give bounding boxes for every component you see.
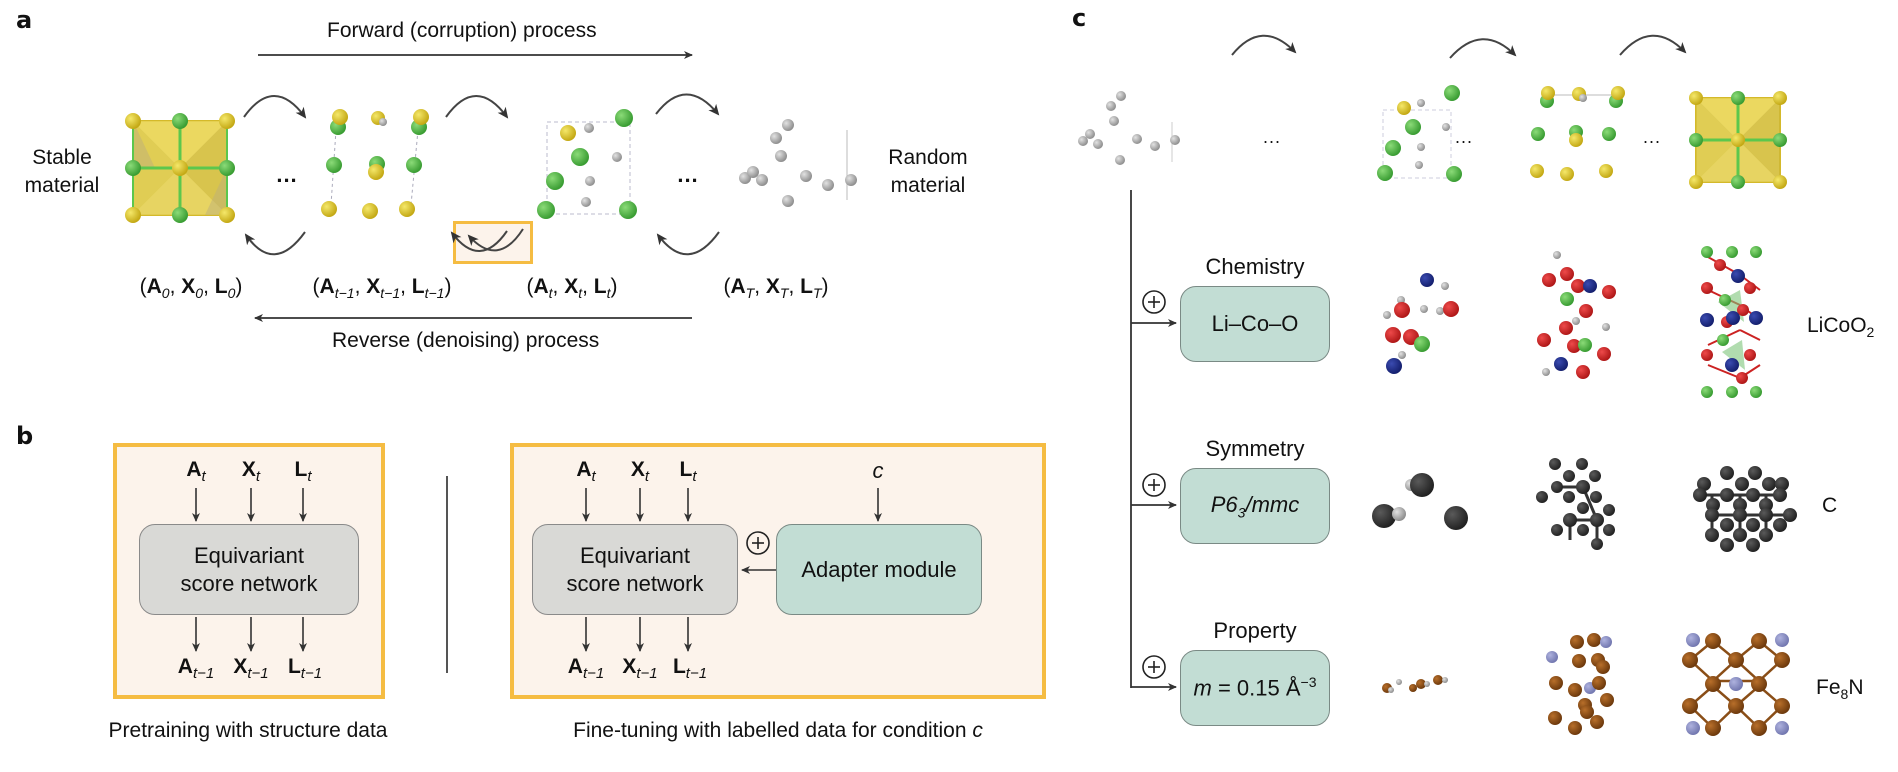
condition-branch-lines [1130, 190, 1177, 691]
transitional-structure-1 [1377, 85, 1462, 182]
forward-process-label: Forward (corruption) process [327, 19, 597, 42]
condition-box-symmetry: P63/mmc [1180, 468, 1330, 544]
random-structure [739, 119, 857, 207]
transitional-structure-2 [1530, 86, 1625, 181]
state-tuple-T: (AT, XT, LT) [723, 275, 829, 301]
stable-label-line1: Stable [32, 146, 92, 169]
generation-step-arrow [1619, 34, 1687, 56]
stable-label-line2: material [24, 174, 100, 197]
condition-value: m = 0.15 Å−3 [1193, 674, 1317, 701]
input-L-t: Lt [294, 458, 312, 485]
random-material-label: Random material [888, 144, 967, 200]
panel-c-label: c [1072, 4, 1087, 32]
final-crystal-structure [1689, 91, 1787, 189]
generation-step-arrow [1231, 34, 1297, 56]
result-formula-c: C [1822, 494, 1838, 517]
ellipsis: ... [677, 162, 699, 187]
condition-c: c [872, 458, 884, 483]
output-L-t-minus-1: Lt−1 [672, 655, 708, 682]
result-formula-licoo2: LiCoO2 [1807, 314, 1875, 341]
network-label-line2: score network [566, 570, 704, 596]
generation-step-arrow [1449, 38, 1517, 59]
random-start-structure [1078, 91, 1180, 165]
stable-crystal-structure [125, 113, 235, 223]
finetuning-arrows [582, 488, 882, 652]
ellipsis: ... [1262, 127, 1282, 147]
output-A-t-minus-1: At−1 [567, 655, 605, 682]
ellipsis: ... [1454, 127, 1474, 147]
stable-material-label: Stable material [25, 144, 100, 200]
random-label-line1: Random [888, 146, 968, 169]
pretraining-arrows [192, 488, 307, 652]
property-intermediate-structure-1 [1382, 675, 1448, 693]
highlighted-denoising-step [453, 221, 533, 264]
input-X-t: Xt [630, 458, 650, 485]
graphite-final-structure [1693, 466, 1797, 552]
input-X-t: Xt [241, 458, 261, 485]
state-tuple-t: (At, Xt, Lt) [526, 275, 618, 301]
symmetry-intermediate-structure-2 [1536, 458, 1615, 550]
symmetry-intermediate-structure-1 [1372, 473, 1468, 530]
chemistry-intermediate-structure-1 [1383, 273, 1459, 374]
ellipsis: ... [276, 162, 298, 187]
condition-title-chemistry: Chemistry [1205, 254, 1305, 279]
chemistry-intermediate-structure-2 [1537, 251, 1616, 379]
input-A-t: At [186, 458, 206, 485]
panel-b-label: b [16, 422, 34, 450]
finetuning-caption: Fine-tuning with labelled data for condi… [573, 719, 983, 742]
network-label-line1: Equivariant [193, 542, 305, 568]
ellipsis: ... [1642, 127, 1662, 147]
property-intermediate-structure-2 [1546, 633, 1614, 735]
network-label-line2: score network [180, 570, 318, 596]
reverse-step-arrow [244, 231, 306, 256]
licoo2-final-structure [1700, 246, 1763, 398]
fe8n-final-structure [1682, 633, 1790, 736]
reverse-process-label: Reverse (denoising) process [332, 329, 600, 352]
adapter-module: Adapter module [776, 524, 982, 615]
panel-a-label: a [16, 6, 33, 34]
state-tuple-0: (A0, X0, L0) [139, 275, 243, 301]
combine-plus-icon [746, 531, 770, 555]
network-label-line1: Equivariant [579, 542, 691, 568]
partially-noised-structure [321, 109, 429, 219]
forward-step-arrow [243, 95, 307, 119]
output-L-t-minus-1: Lt−1 [287, 655, 323, 682]
condition-box-property: m = 0.15 Å−3 [1180, 650, 1330, 726]
condition-box-chemistry: Li–Co–O [1180, 286, 1330, 362]
forward-step-arrow [655, 93, 720, 116]
reverse-step-arrow [450, 230, 508, 252]
condition-title-property: Property [1213, 618, 1297, 643]
input-L-t: Lt [679, 458, 697, 485]
highlighted-reverse-arrow [467, 228, 524, 252]
input-A-t: At [576, 458, 596, 485]
combine-plus-icon [1142, 290, 1166, 314]
panel-b-divider [446, 476, 448, 673]
output-X-t-minus-1: Xt−1 [233, 655, 269, 682]
output-A-t-minus-1: At−1 [177, 655, 215, 682]
random-label-line2: material [890, 174, 966, 197]
noised-structure [537, 109, 637, 219]
reverse-step-arrow [656, 231, 720, 256]
condition-value: P63/mmc [1210, 491, 1300, 521]
combine-plus-icon [1142, 655, 1166, 679]
state-tuple-t-minus-1: (At−1, Xt−1, Lt−1) [312, 275, 452, 301]
forward-step-arrow [445, 95, 509, 119]
condition-title-symmetry: Symmetry [1205, 436, 1305, 461]
result-formula-fe8n: Fe8N [1816, 676, 1864, 703]
condition-value: Li–Co–O [1211, 311, 1299, 336]
output-X-t-minus-1: Xt−1 [622, 655, 658, 682]
adapter-module-label: Adapter module [801, 556, 957, 582]
combine-plus-icon [1142, 473, 1166, 497]
pretraining-caption: Pretraining with structure data [108, 719, 388, 742]
